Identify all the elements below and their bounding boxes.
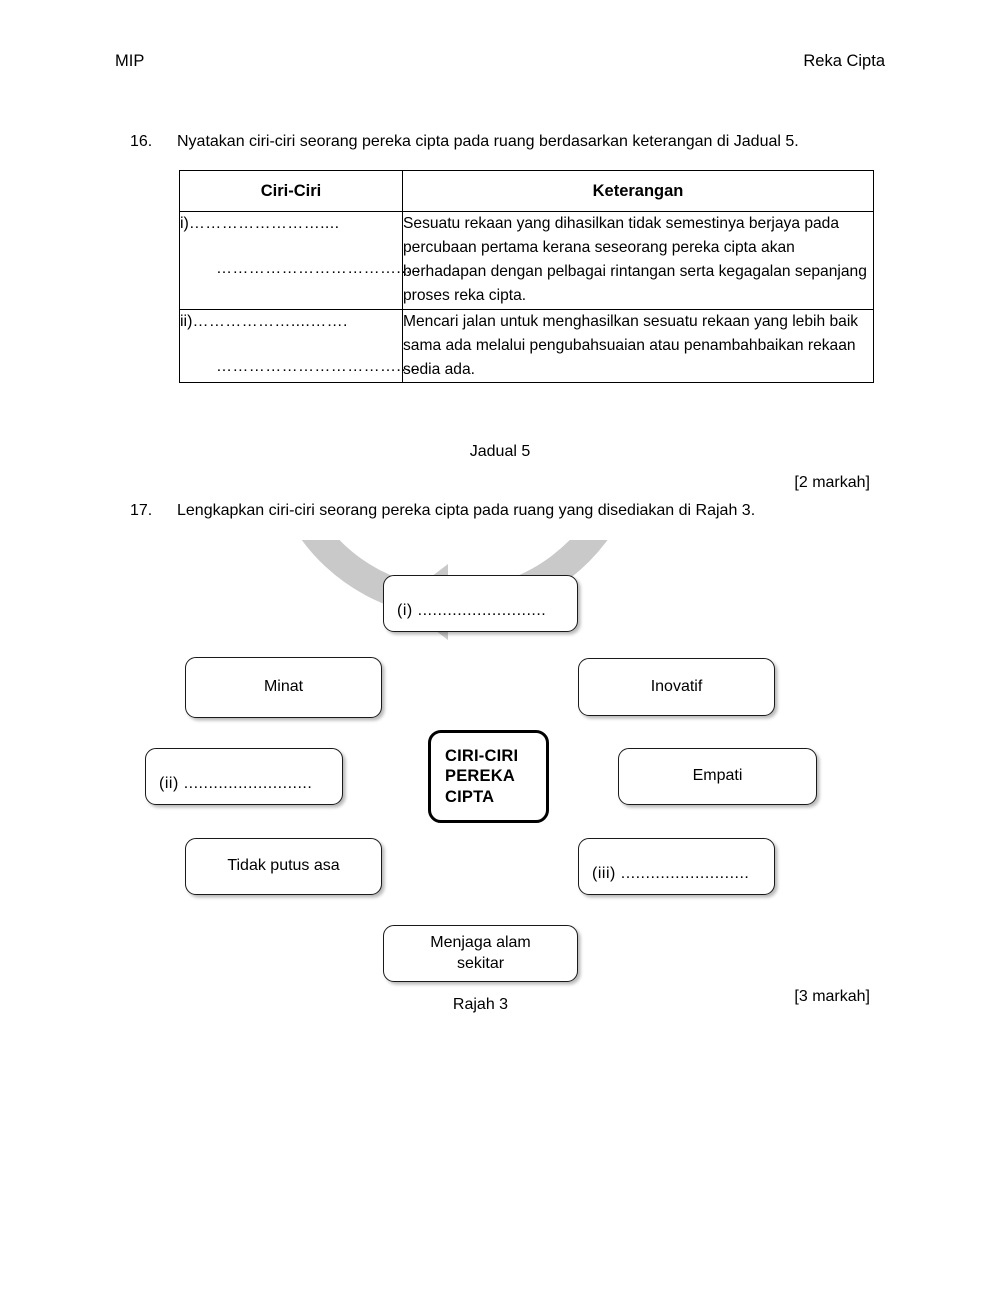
node-right-empati[interactable]: Empati: [618, 748, 817, 805]
node-upper-left-minat[interactable]: Minat: [185, 657, 382, 718]
center-line-1: CIRI-CIRI: [445, 747, 519, 766]
node-upper-right-inovatif[interactable]: Inovatif: [578, 658, 775, 716]
answer-blank-ii-2: …………………………….....: [216, 357, 421, 375]
answer-blank-i-1: ……………………....: [188, 215, 340, 232]
node-lower-right-blank-iii[interactable]: (iii) ..........................: [578, 838, 775, 895]
item-marker-ii: ii): [180, 312, 193, 330]
page-header: MIP Reka Cipta: [115, 52, 885, 71]
answer-line-ii-1: ii)………………....…….: [180, 310, 402, 333]
node-lower-right-label: (iii) ..........................: [592, 865, 750, 883]
item-marker-i: i): [180, 215, 189, 232]
header-left-label: MIP: [115, 52, 145, 70]
answer-line-i-1: i)……………………....: [180, 212, 402, 235]
marks-question-17: [3 markah]: [794, 988, 870, 1005]
rajah-3-diagram: (i) .......................... Minat Ino…: [0, 540, 1000, 1000]
question-17: 17. Lengkapkan ciri-ciri seorang pereka …: [130, 502, 910, 520]
column-header-keterangan: Keterangan: [402, 170, 874, 212]
node-bottom-menjaga-alam-sekitar[interactable]: Menjaga alam sekitar: [383, 925, 578, 982]
answer-cell-ii[interactable]: ii)………………....……. …………………………….....: [179, 308, 421, 384]
question-17-number: 17.: [130, 502, 153, 519]
node-top-blank-i[interactable]: (i) ..........................: [383, 575, 578, 632]
question-17-text: Lengkapkan ciri-ciri seorang pereka cipt…: [177, 502, 756, 519]
center-node-ciri-ciri-pereka-cipta: CIRI-CIRI PEREKA CIPTA: [428, 730, 549, 823]
marks-question-16: [2 markah]: [794, 474, 870, 491]
table-header-row: Ciri-Ciri Keterangan: [179, 170, 874, 212]
answer-blank-i-2: …………………………….....: [216, 260, 421, 278]
question-16: 16. Nyatakan ciri-ciri seorang pereka ci…: [130, 133, 890, 151]
node-upper-left-label: Minat: [263, 678, 304, 696]
node-right-label: Empati: [692, 767, 743, 785]
question-16-text: Nyatakan ciri-ciri seorang pereka cipta …: [177, 133, 799, 150]
caption-jadual-5: Jadual 5: [469, 443, 531, 460]
answer-cell-i[interactable]: i)…………………….... …………………………….....: [179, 211, 421, 310]
node-lower-left-label: Tidak putus asa: [227, 857, 340, 875]
node-left-blank-ii[interactable]: (ii) ..........................: [145, 748, 343, 805]
node-top-label: (i) ..........................: [397, 602, 547, 620]
jadual-5-table: Ciri-Ciri Keterangan i)…………………….... ……………: [179, 170, 874, 384]
table-row: i)…………………….... ……………………………..... Sesuatu …: [179, 211, 874, 310]
table-row: ii)………………....……. ……………………………..... Mencar…: [179, 308, 874, 384]
column-header-ciri-ciri: Ciri-Ciri: [179, 170, 403, 212]
keterangan-cell-i: Sesuatu rekaan yang dihasilkan tidak sem…: [402, 211, 874, 310]
center-line-2: PEREKA: [445, 767, 515, 786]
node-upper-right-label: Inovatif: [650, 677, 703, 695]
keterangan-cell-ii: Mencari jalan untuk menghasilkan sesuatu…: [402, 308, 874, 384]
answer-blank-ii-1: ………………....…….: [192, 312, 348, 330]
caption-rajah-3: Rajah 3: [452, 996, 509, 1013]
node-lower-left-tidak-putus-asa[interactable]: Tidak putus asa: [185, 838, 382, 895]
node-bottom-label-line-2: sekitar: [456, 954, 505, 972]
node-bottom-label-line-1: Menjaga alam: [430, 933, 531, 951]
node-left-label: (ii) ..........................: [159, 775, 313, 793]
center-line-3: CIPTA: [445, 787, 495, 806]
question-16-number: 16.: [130, 133, 153, 150]
header-right-label: Reka Cipta: [803, 52, 885, 70]
